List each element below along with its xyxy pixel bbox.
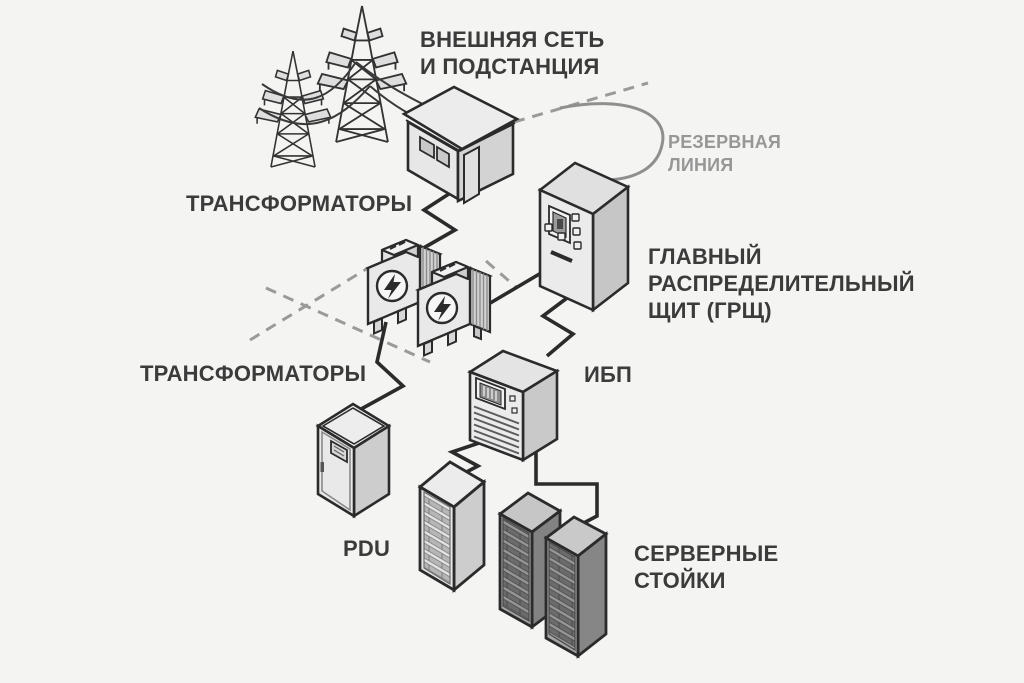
pdu-handle bbox=[320, 462, 324, 472]
switchboard-buttons bbox=[544, 213, 582, 250]
pdu-icon bbox=[315, 402, 392, 519]
label-transformers-top: ТРАНСФОРМАТОРЫ bbox=[186, 191, 413, 216]
substation-door bbox=[463, 145, 480, 205]
ups-button bbox=[511, 407, 518, 414]
reserve-line-curve bbox=[559, 102, 665, 182]
ups-icon bbox=[467, 349, 560, 463]
main-switchboard-icon bbox=[537, 161, 631, 313]
server-rack-icon bbox=[543, 515, 609, 659]
label-transformers-bottom: ТРАНСФОРМАТОРЫ bbox=[140, 361, 367, 386]
label-server-racks: СЕРВЕРНЫЕ СТОЙКИ bbox=[634, 541, 779, 593]
server-rack-icon bbox=[417, 460, 487, 593]
label-external-grid: ВНЕШНЯЯ СЕТЬ И ПОДСТАНЦИЯ bbox=[420, 27, 605, 79]
substation-window bbox=[436, 145, 450, 169]
ups-button bbox=[509, 395, 516, 402]
substation-building-icon bbox=[401, 85, 520, 205]
label-pdu: PDU bbox=[343, 536, 391, 561]
reserve-line-dashed bbox=[249, 81, 649, 364]
label-ups: ИБП bbox=[584, 362, 633, 387]
label-main-switchboard: ГЛАВНЫЙ РАСПРЕДЕЛИТЕЛЬНЫЙ ЩИТ (ГРЩ) bbox=[648, 244, 915, 323]
label-reserve-line: РЕЗЕРВНАЯ ЛИНИЯ bbox=[668, 132, 782, 175]
substation-window bbox=[419, 135, 435, 160]
